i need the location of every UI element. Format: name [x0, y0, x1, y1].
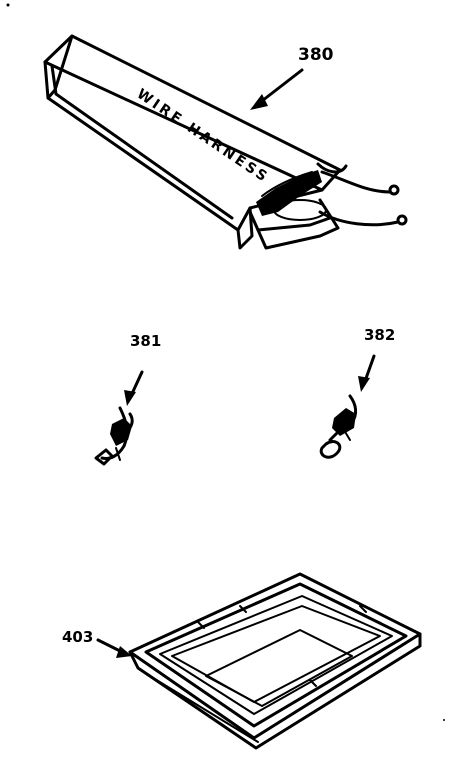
callout-381: 381 — [124, 332, 161, 406]
callout-381-label: 381 — [130, 332, 161, 350]
print-speck — [6, 3, 10, 7]
callout-380: 380 — [250, 45, 334, 110]
terminal-382 — [319, 394, 358, 459]
drip-tray-403 — [128, 572, 422, 750]
callout-382-label: 382 — [364, 326, 395, 344]
wire-harness-package — [43, 34, 408, 250]
callout-403: 403 — [62, 628, 132, 658]
callout-403-label: 403 — [62, 628, 93, 646]
harness-wire-coil — [256, 162, 408, 227]
callout-380-label: 380 — [298, 45, 334, 65]
print-speck — [443, 719, 445, 721]
callout-382: 382 — [358, 326, 395, 392]
terminal-381 — [94, 406, 134, 466]
